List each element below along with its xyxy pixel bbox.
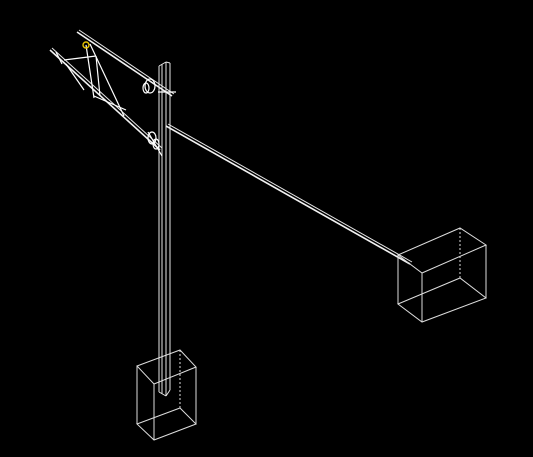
catenary-mast <box>158 61 171 397</box>
insulator-lower-icon <box>147 131 157 145</box>
insulator-upper-icon <box>144 78 156 94</box>
cantilever-bracket <box>49 29 176 157</box>
anchor-foundation-block <box>397 227 488 323</box>
highlighted-fitting-icon <box>82 41 90 49</box>
mast-foundation-block <box>136 349 197 441</box>
guy-wire <box>165 123 413 265</box>
